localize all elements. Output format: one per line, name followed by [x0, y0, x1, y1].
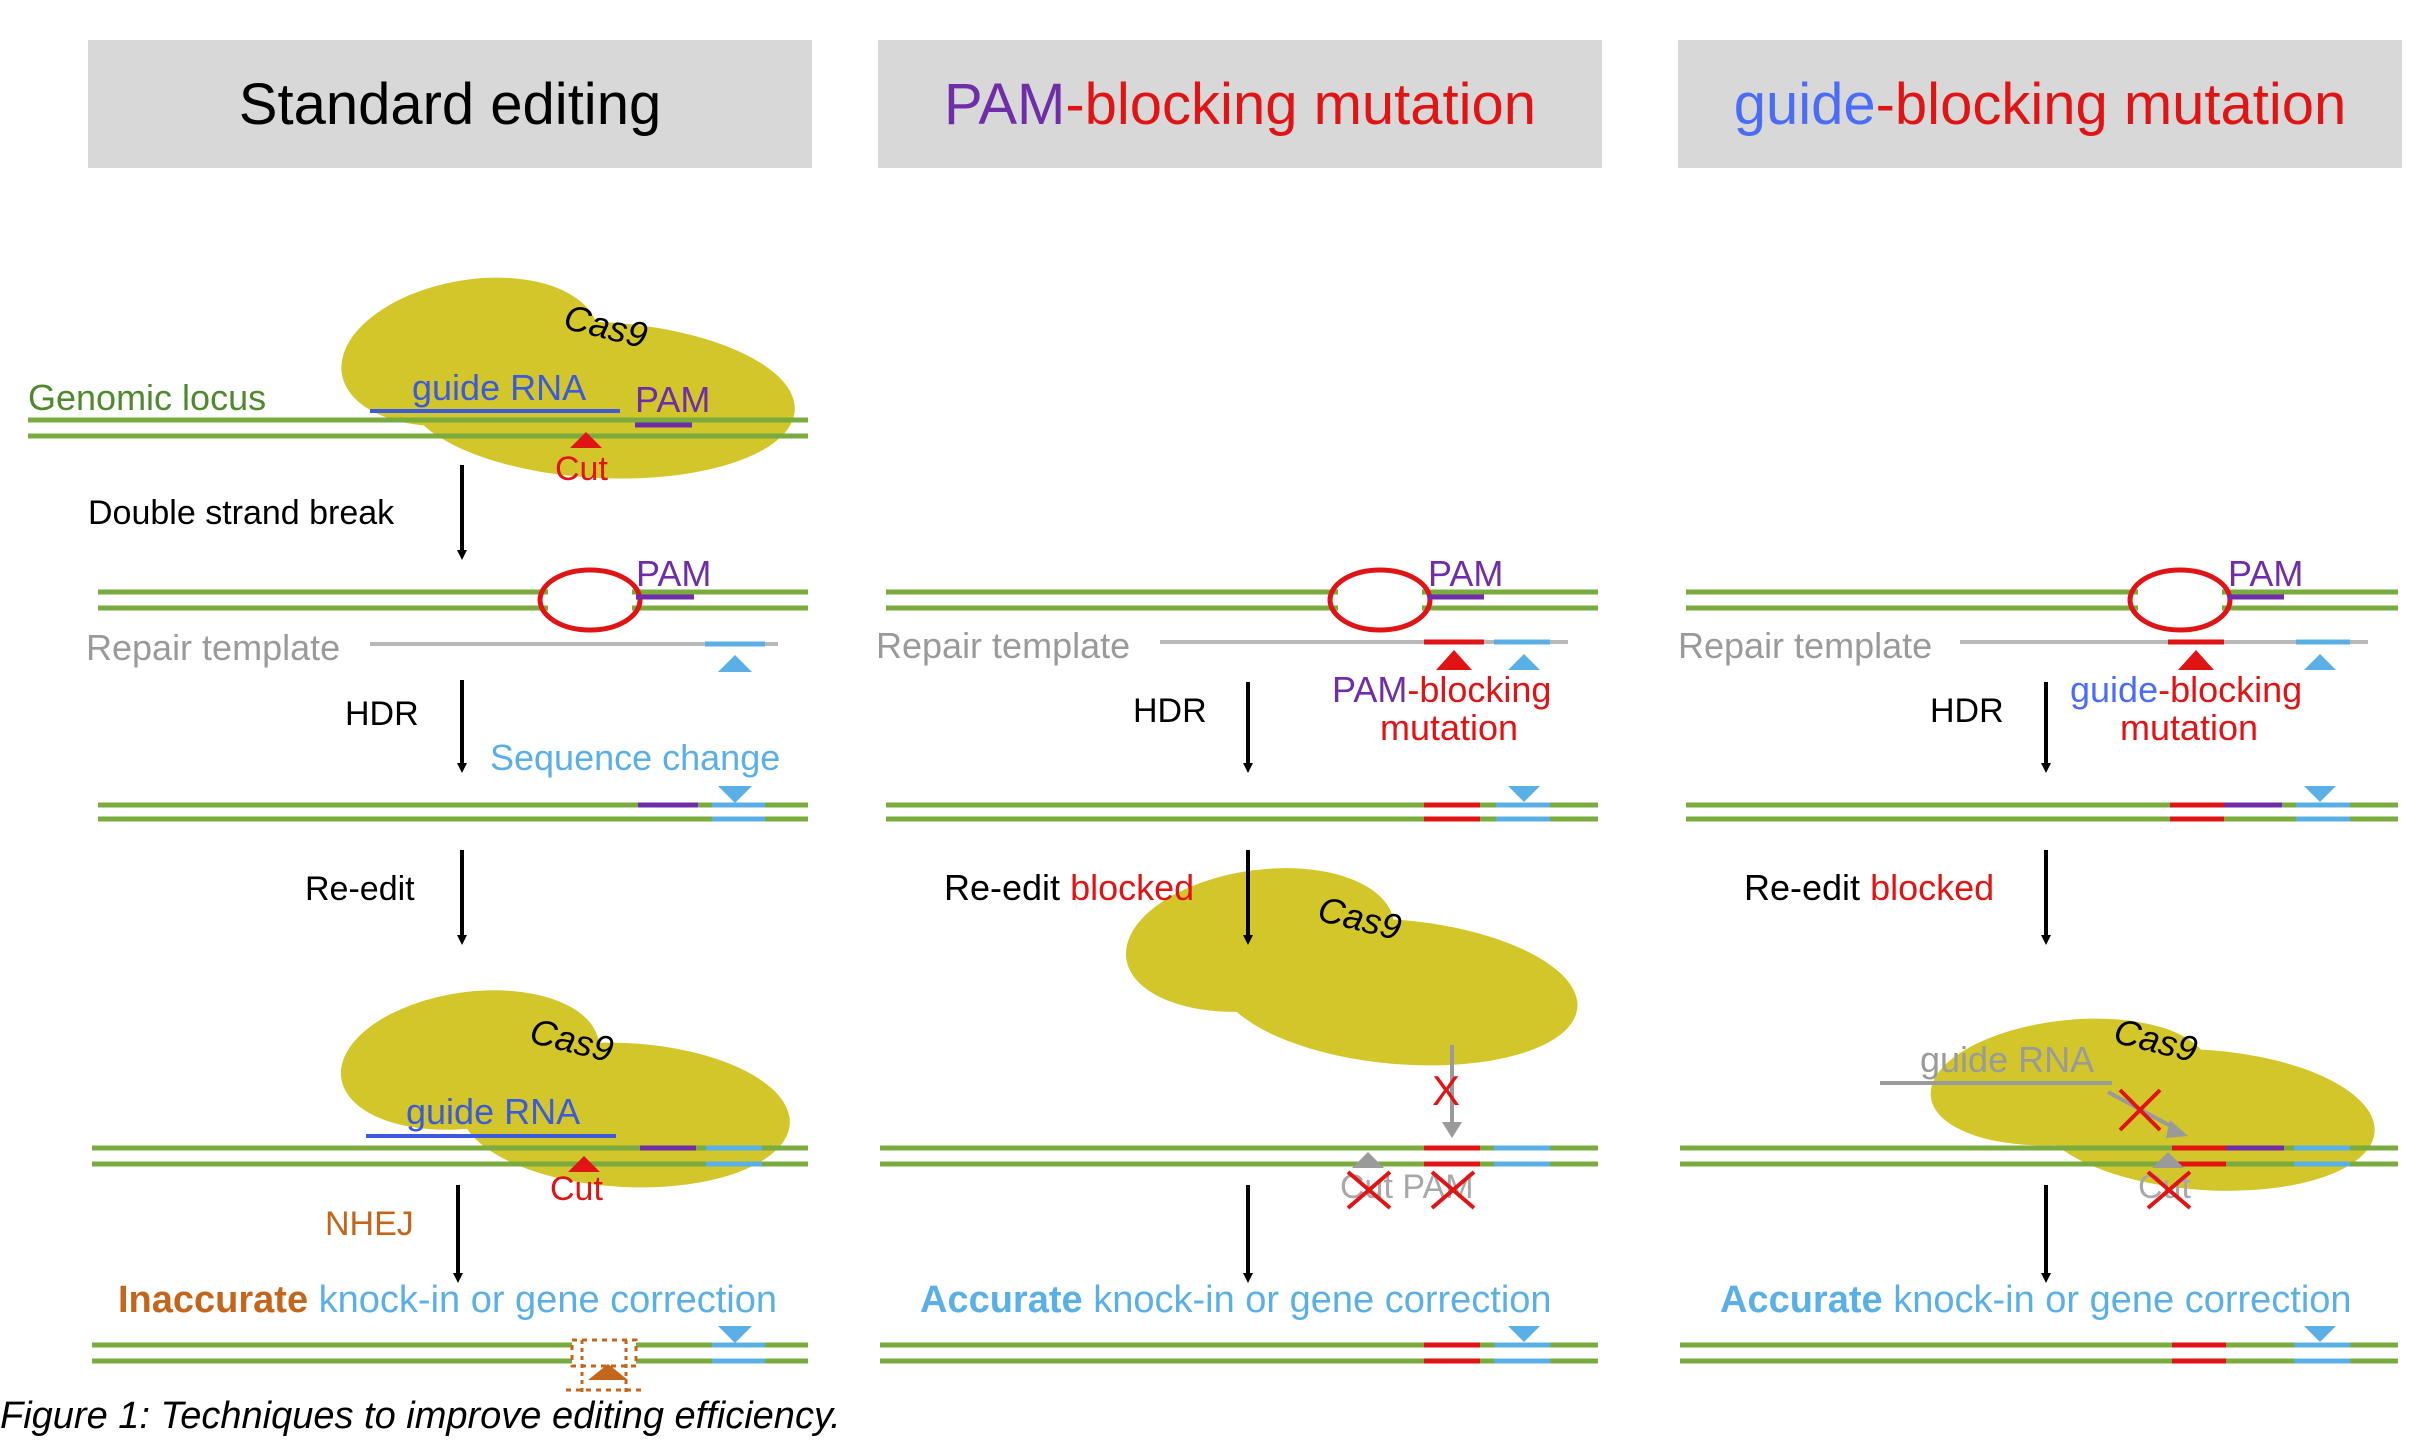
repair-template-label-2: Repair template	[876, 625, 1130, 666]
mutation-label-2: mutation	[2120, 707, 2258, 748]
pam-blocking-label: PAM-blocking	[1332, 669, 1551, 710]
template-change-triangle	[718, 655, 752, 672]
re-edit-blocked-label: Re-edit blocked	[944, 867, 1194, 908]
hdr-label-3: HDR	[1930, 692, 2004, 730]
cas9-complex-top: Cas9	[341, 277, 795, 479]
mutation-label: mutation	[1380, 707, 1518, 748]
header-guide-blocking: guide-blocking mutation	[1678, 40, 2402, 168]
hdr-label: HDR	[345, 695, 419, 733]
cut-label-2: Cut	[550, 1170, 603, 1208]
header-standard-title: Standard editing	[239, 72, 661, 137]
repair-template-label: Repair template	[86, 627, 340, 668]
break-circle	[537, 567, 643, 633]
re-edit-blocked-label-2: Re-edit blocked	[1744, 867, 1994, 908]
pam-label-2: PAM	[636, 553, 711, 594]
guide-blocking-label: guide-blocking	[2070, 669, 2302, 710]
result-standard: Inaccurate knock-in or gene correction	[118, 1279, 777, 1321]
pam-label: PAM	[635, 379, 710, 420]
column-standard: Cas9 Genomic locus guide RNA PAM Cut Dou…	[28, 277, 808, 1392]
dsb-label: Double strand break	[88, 494, 395, 532]
cut-triangle	[570, 432, 602, 448]
result-pam: Accurate knock-in or gene correction	[920, 1279, 1552, 1321]
figure-caption: Figure 1: Techniques to improve editing …	[0, 1395, 841, 1437]
guide-rna-label-2: guide RNA	[406, 1091, 580, 1132]
indel-box	[570, 1338, 638, 1368]
repair-template-label-3: Repair template	[1678, 625, 1932, 666]
pam-label-4: PAM	[2228, 553, 2303, 594]
cut-label: Cut	[555, 450, 608, 488]
hdr-label-2: HDR	[1133, 692, 1207, 730]
nhej-label: NHEJ	[325, 1205, 414, 1243]
column-pam-blocking: PAM Repair template PAM-blocking mutatio…	[876, 553, 1598, 1364]
cas9-complex-blocked: Cas9	[1125, 868, 1578, 1066]
header-pam-title: PAM-blocking mutation	[944, 72, 1536, 137]
header-guide-title: guide-blocking mutation	[1734, 72, 2347, 137]
sequence-change-label: Sequence change	[490, 737, 780, 778]
header-pam-blocking: PAM-blocking mutation	[878, 40, 1602, 168]
block-x: X	[1432, 1067, 1460, 1114]
re-edit-label: Re-edit	[305, 870, 415, 908]
result-guide: Accurate knock-in or gene correction	[1720, 1279, 2352, 1321]
header-standard: Standard editing	[88, 40, 812, 168]
pam-label-3: PAM	[1428, 553, 1503, 594]
guide-rna-faded: guide RNA	[1920, 1039, 2094, 1080]
column-guide-blocking: PAM Repair template guide-blocking mutat…	[1678, 553, 2398, 1364]
genomic-locus-label: Genomic locus	[28, 377, 266, 418]
guide-rna-label: guide RNA	[412, 367, 586, 408]
